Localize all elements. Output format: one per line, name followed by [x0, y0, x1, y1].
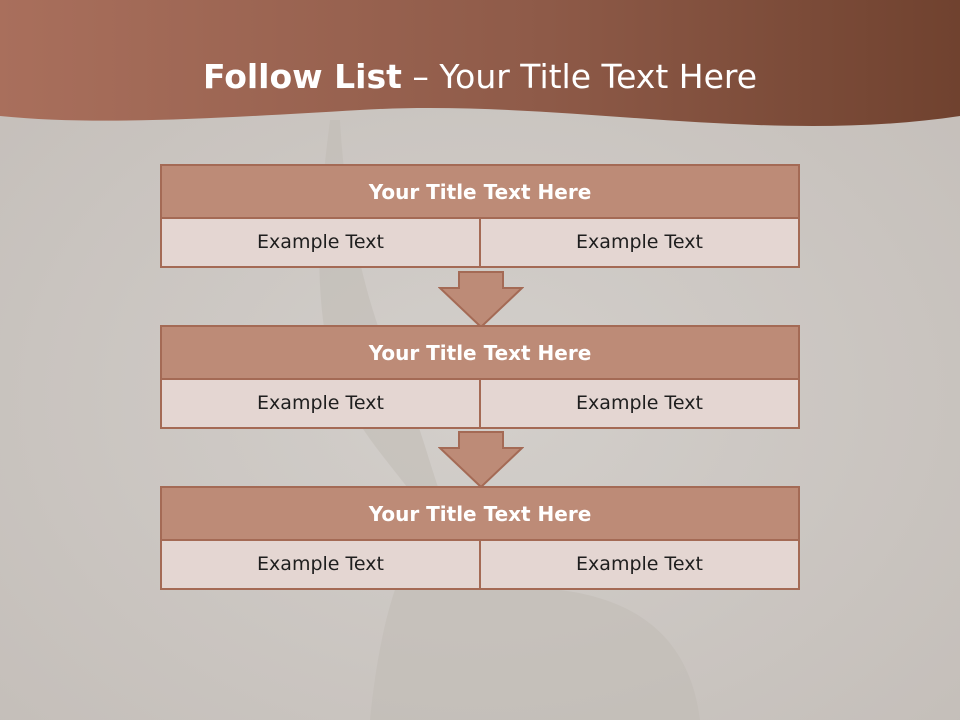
- down-arrow-icon: [438, 431, 524, 489]
- block-row: Example Text Example Text: [160, 380, 800, 429]
- block-cell-right: Example Text: [479, 380, 798, 427]
- block-cell-right: Example Text: [479, 541, 798, 588]
- block-cell-left: Example Text: [257, 553, 384, 575]
- block-heading: Your Title Text Here: [160, 486, 800, 541]
- header-band: [0, 0, 960, 127]
- title-bold: Follow List: [202, 57, 402, 96]
- list-block-3: Your Title Text Here Example Text Exampl…: [160, 486, 800, 590]
- list-block-2: Your Title Text Here Example Text Exampl…: [160, 325, 800, 429]
- block-row: Example Text Example Text: [160, 541, 800, 590]
- block-cell-right: Example Text: [479, 219, 798, 266]
- block-heading: Your Title Text Here: [160, 325, 800, 380]
- block-cell-left: Example Text: [257, 231, 384, 253]
- down-arrow-icon: [438, 271, 524, 329]
- block-row: Example Text Example Text: [160, 219, 800, 268]
- title-rest: – Your Title Text Here: [401, 57, 758, 96]
- block-heading: Your Title Text Here: [160, 164, 800, 219]
- block-cell-left: Example Text: [257, 392, 384, 414]
- slide-title: Follow List – Your Title Text Here: [0, 52, 960, 102]
- list-block-1: Your Title Text Here Example Text Exampl…: [160, 164, 800, 268]
